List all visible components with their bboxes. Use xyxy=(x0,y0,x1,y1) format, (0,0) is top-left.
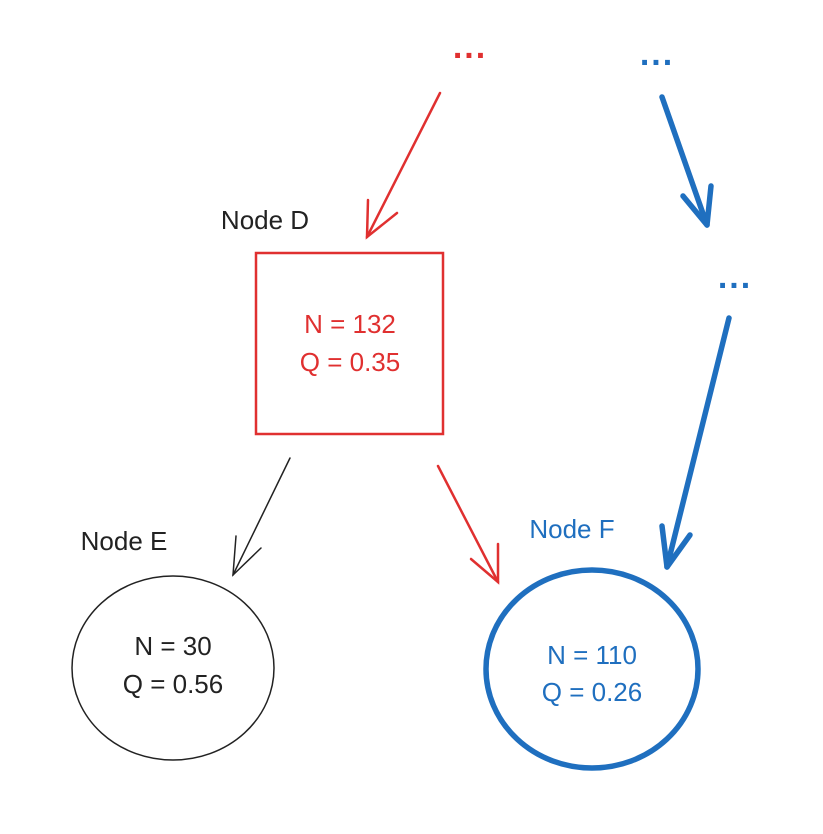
edge-d-to-e xyxy=(232,457,291,577)
blue-top-ellipsis: ... xyxy=(640,35,674,73)
node-d-n-value: N = 132 xyxy=(304,309,396,339)
red-top-ellipsis: ... xyxy=(453,28,487,66)
edge-d-to-f xyxy=(436,464,500,585)
node-e: Node E N = 30 Q = 0.56 xyxy=(71,526,275,761)
node-f-q-value: Q = 0.26 xyxy=(542,677,642,707)
edge-red-top-to-d xyxy=(365,91,442,240)
node-d-box xyxy=(254,251,445,436)
node-e-ellipse xyxy=(71,575,275,761)
node-f-circle xyxy=(483,567,701,771)
node-d-q-value: Q = 0.35 xyxy=(300,347,400,377)
node-e-label: Node E xyxy=(81,526,168,556)
node-d: Node D N = 132 Q = 0.35 xyxy=(221,205,445,436)
edge-blue-top-to-mid xyxy=(659,94,714,228)
node-f-label: Node F xyxy=(529,514,614,544)
blue-mid-ellipsis: ... xyxy=(718,258,752,296)
node-f-n-value: N = 110 xyxy=(547,640,637,670)
node-f: Node F N = 110 Q = 0.26 xyxy=(483,514,701,771)
node-d-label: Node D xyxy=(221,205,309,235)
node-e-n-value: N = 30 xyxy=(134,631,211,661)
node-e-q-value: Q = 0.56 xyxy=(123,669,223,699)
edge-blue-mid-to-f xyxy=(659,315,732,570)
